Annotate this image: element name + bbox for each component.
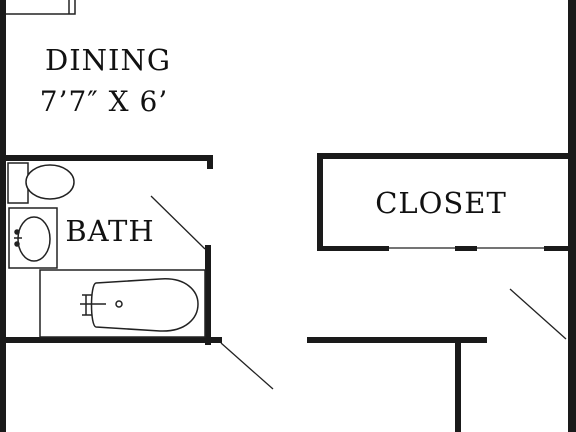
faucet-knob	[14, 229, 20, 235]
sink-vanity	[8, 207, 58, 269]
closet-top-wall	[317, 153, 576, 159]
bathtub	[39, 269, 206, 338]
left-exterior-wall	[0, 0, 6, 432]
tub-faucet	[80, 294, 106, 316]
closet-door-jamb-right	[544, 246, 576, 251]
faucet-knob	[14, 241, 20, 247]
bath-right-wall	[205, 245, 211, 345]
sink-basin	[17, 216, 51, 262]
dining-room-dimensions: 7’7″ X 6’	[40, 85, 168, 118]
hall-bottom-wall	[307, 337, 487, 343]
bath-top-wall	[0, 155, 213, 161]
tub-drain	[115, 300, 123, 308]
door-swings	[150, 195, 567, 390]
lower-door-swing	[220, 342, 274, 390]
toilet-tank	[7, 162, 29, 204]
closet-door-jamb-mid	[455, 246, 477, 251]
hall-vertical-wall	[455, 337, 461, 432]
bath-bottom-wall	[0, 337, 222, 343]
closet-door-jamb-left	[317, 246, 389, 251]
dining-table-fragment	[6, 0, 76, 15]
bath-room-name: BATH	[65, 214, 154, 248]
tub-basin	[90, 278, 199, 332]
bath-right-wall-stub	[207, 155, 213, 169]
closet-side-door-swing	[509, 288, 567, 340]
closet-left-wall	[317, 153, 323, 251]
closet-room-name: CLOSET	[375, 186, 507, 220]
bath-door-swing	[150, 195, 206, 250]
right-exterior-wall	[568, 0, 576, 432]
dining-room-name: DINING	[45, 43, 171, 77]
toilet	[7, 162, 75, 204]
toilet-bowl	[25, 164, 75, 200]
